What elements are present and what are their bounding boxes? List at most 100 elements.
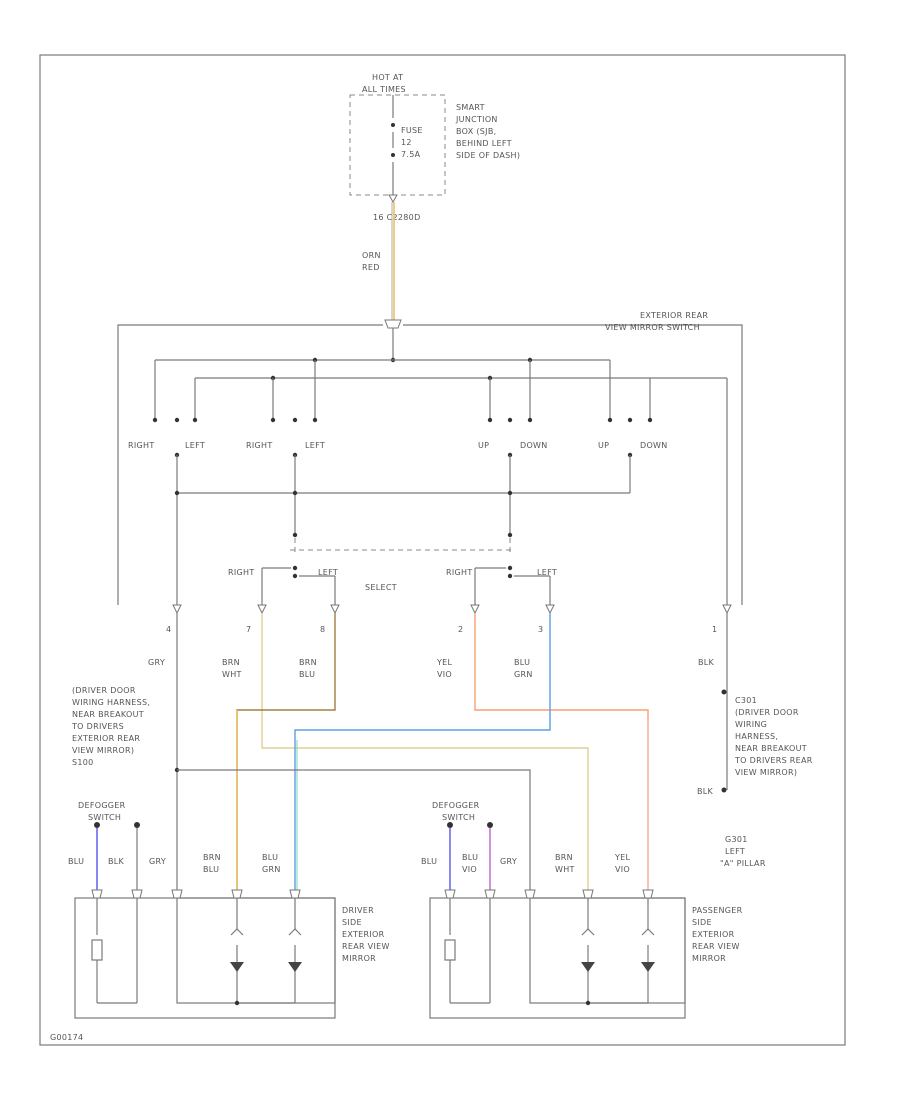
wire-orn: ORN [362, 251, 381, 260]
driver-harness-2: WIRING HARNESS, [72, 698, 150, 707]
driver-wire-blk: BLK [108, 857, 125, 866]
driver-harness-6: VIEW MIRROR) [72, 746, 134, 755]
wire-brn-wht-2: WHT [222, 670, 242, 679]
wire-yel-vio-1: YEL [436, 658, 453, 667]
driver-label-5: MIRROR [342, 954, 376, 963]
footer-code: G00174 [50, 1033, 83, 1042]
wire-blu-grn-path [294, 613, 551, 890]
switch-label-down-1: DOWN [520, 441, 548, 450]
fuse-label-3: 7.5A [401, 150, 421, 159]
pin-8: 8 [320, 625, 325, 634]
switch-title-2: VIEW MIRROR SWITCH [605, 323, 700, 332]
select-left-2: LEFT [537, 568, 557, 577]
switch-label-right-2: RIGHT [246, 441, 273, 450]
switch-title-1: EXTERIOR REAR [640, 311, 708, 320]
driver-wire-blu: BLU [68, 857, 84, 866]
junction-label-3: BOX (SJB, [456, 127, 496, 136]
passenger-defogger-1: DEFOGGER [432, 801, 480, 810]
ground-harness-2: (DRIVER DOOR [735, 708, 799, 717]
driver-label-3: EXTERIOR [342, 930, 385, 939]
hot-label-2: ALL TIMES [362, 85, 406, 94]
passenger-label-1: PASSENGER [692, 906, 743, 915]
passenger-motor-box [529, 897, 686, 1004]
ground-harness-6: TO DRIVERS REAR [734, 756, 813, 765]
driver-motor-box [176, 897, 336, 1004]
passenger-wire-bluvio-2: VIO [462, 865, 477, 874]
wire-brn-wht-1: BRN [222, 658, 240, 667]
pin-7: 7 [246, 625, 251, 634]
pin-3: 3 [538, 625, 543, 634]
passenger-wire-yel-2: VIO [615, 865, 630, 874]
junction-label-1: SMART [456, 103, 485, 112]
ground-harness-4: HARNESS, [735, 732, 778, 741]
wire-blu-grn-2: GRN [514, 670, 533, 679]
diagram-frame [39, 54, 846, 1046]
switch-label-down-2: DOWN [640, 441, 668, 450]
select-right-1: RIGHT [228, 568, 255, 577]
passenger-wire-gry: GRY [500, 857, 517, 866]
switch-label-left-1: LEFT [185, 441, 205, 450]
wire-brn-blu-2: BLU [299, 670, 315, 679]
select-right-2: RIGHT [446, 568, 473, 577]
ground-harness-7: VIEW MIRROR) [735, 768, 797, 777]
ground-loc-1: G301 [725, 835, 748, 844]
passenger-heater [444, 939, 456, 961]
driver-defogger-2: SWITCH [88, 813, 121, 822]
fuse-label-1: FUSE [401, 126, 423, 135]
driver-wire-gry: GRY [149, 857, 166, 866]
driver-wire-blu-1: BLU [262, 853, 278, 862]
ground-blk: BLK [697, 787, 714, 796]
switch-label-up-1: UP [478, 441, 489, 450]
ground-harness-1: C301 [735, 696, 757, 705]
wire-gry: GRY [148, 658, 165, 667]
wire-brn-wht-path [261, 613, 589, 890]
driver-defogger-1: DEFOGGER [78, 801, 126, 810]
wire-yel-vio-path [474, 613, 649, 890]
driver-wire-brn-2: BLU [203, 865, 219, 874]
junction-label-5: SIDE OF DASH) [456, 151, 520, 160]
pin-1: 1 [712, 625, 717, 634]
pin-4: 4 [166, 625, 171, 634]
wire-brn-blu-1: BRN [299, 658, 317, 667]
driver-harness-4: TO DRIVERS [71, 722, 124, 731]
wire-brn-blu-path [236, 613, 336, 890]
driver-heater [91, 939, 103, 961]
ground-harness-5: NEAR BREAKOUT [735, 744, 807, 753]
driver-label-4: REAR VIEW [342, 942, 390, 951]
select-label: SELECT [365, 583, 397, 592]
hot-label-1: HOT AT [372, 73, 403, 82]
select-left-1: LEFT [318, 568, 338, 577]
ground-harness-3: WIRING [735, 720, 767, 729]
smart-junction-box [349, 94, 446, 196]
junction-label-2: JUNCTION [455, 115, 498, 124]
switch-label-left-2: LEFT [305, 441, 325, 450]
driver-wire-blu-2: GRN [262, 865, 281, 874]
driver-label-1: DRIVER [342, 906, 374, 915]
wire-blu-grn-1: BLU [514, 658, 530, 667]
passenger-defogger-2: SWITCH [442, 813, 475, 822]
fuse-connector: 16 C2280D [373, 213, 421, 222]
passenger-wire-yel-1: YEL [614, 853, 631, 862]
driver-harness-7: S100 [72, 758, 94, 767]
passenger-wire-brn-1: BRN [555, 853, 573, 862]
passenger-mirror-box [429, 897, 686, 1019]
wire-blk: BLK [698, 658, 715, 667]
wire-red: RED [362, 263, 380, 272]
passenger-wire-bluvio-1: BLU [462, 853, 478, 862]
driver-harness-5: EXTERIOR REAR [72, 734, 140, 743]
driver-harness-3: NEAR BREAKOUT [72, 710, 144, 719]
driver-mirror-box [74, 897, 336, 1019]
fuse-label-2: 12 [401, 138, 412, 147]
passenger-label-4: REAR VIEW [692, 942, 740, 951]
passenger-label-3: EXTERIOR [692, 930, 735, 939]
pin-2: 2 [458, 625, 463, 634]
driver-label-2: SIDE [342, 918, 362, 927]
wire-yel-vio-2: VIO [437, 670, 452, 679]
driver-harness-1: (DRIVER DOOR [72, 686, 136, 695]
junction-label-4: BEHIND LEFT [456, 139, 512, 148]
ground-loc-2: LEFT [725, 847, 745, 856]
switch-label-right-1: RIGHT [128, 441, 155, 450]
ground-loc-3: "A" PILLAR [720, 859, 766, 868]
driver-wire-brn-1: BRN [203, 853, 221, 862]
